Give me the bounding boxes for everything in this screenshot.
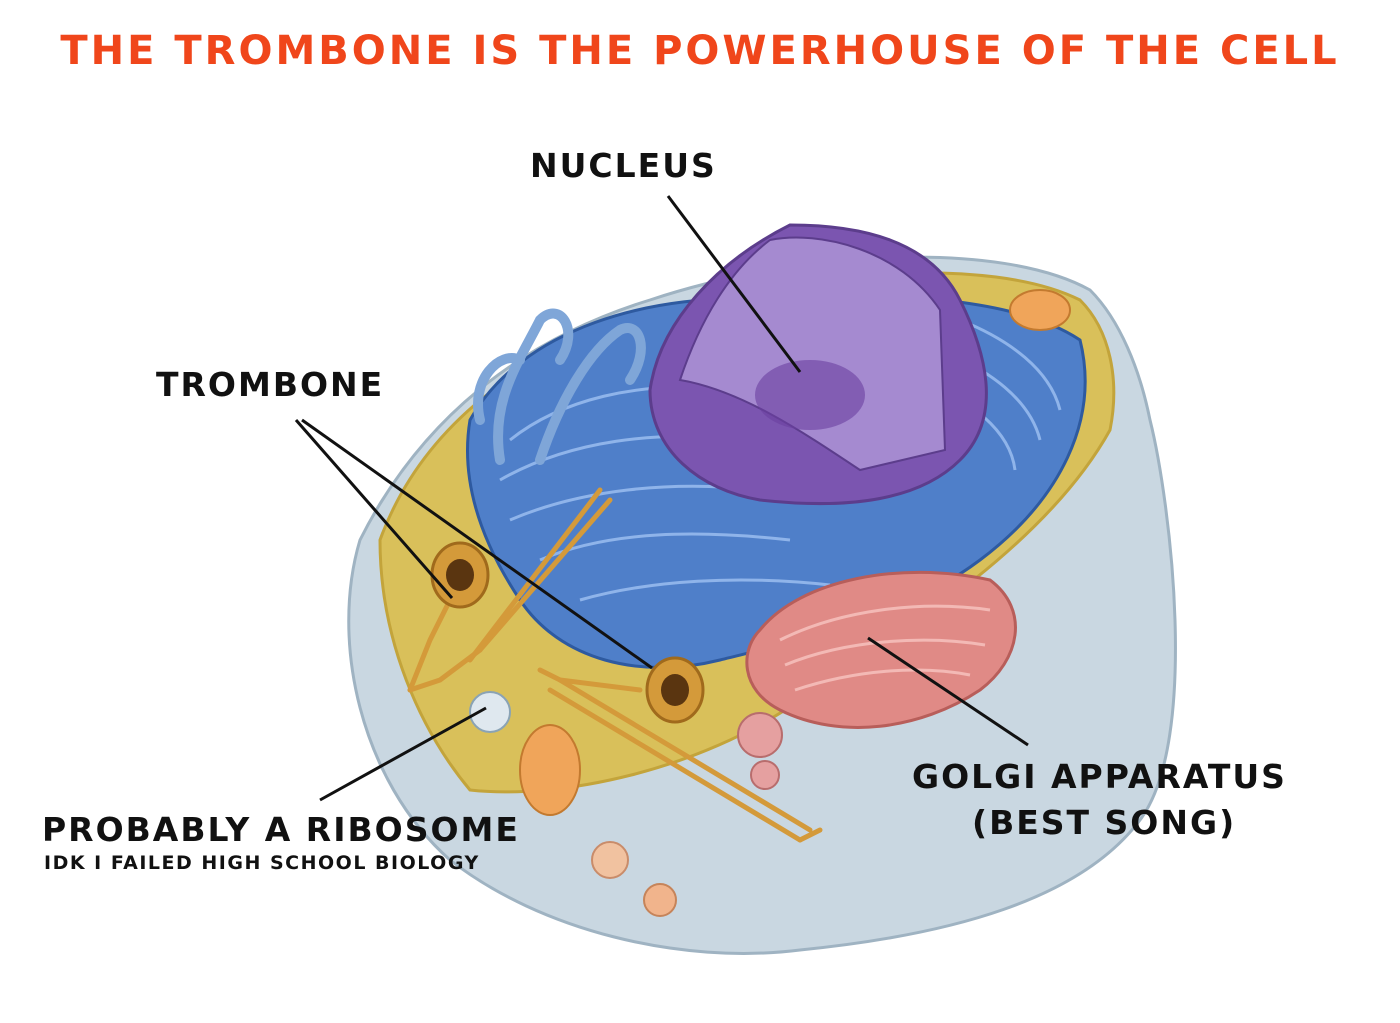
ribosome-note: IDK I FAILED HIGH SCHOOL BIOLOGY (44, 852, 480, 874)
page-title: THE TROMBONE IS THE POWERHOUSE OF THE CE… (60, 28, 1340, 74)
mitochondrion (1009, 289, 1071, 331)
golgi-apparatus (745, 570, 1017, 729)
nucleus-pointer (666, 195, 802, 373)
ribosome-pointer (319, 706, 487, 802)
mitochondrion (519, 724, 581, 816)
ribosome-label: PROBABLY A RIBOSOME (42, 810, 520, 849)
golgi-label: GOLGI APPARATUS (912, 757, 1287, 796)
trombone-label: TROMBONE (156, 365, 385, 404)
nucleolus (755, 360, 865, 430)
vacuole (591, 841, 629, 879)
golgi-pointer (867, 636, 1029, 747)
trombone-pointer-1 (294, 419, 454, 599)
vesicle (737, 712, 783, 758)
nucleus-label: NUCLEUS (530, 146, 717, 185)
vesicle (750, 760, 780, 790)
trombone-pointer-2 (301, 418, 653, 670)
ribosome (469, 691, 511, 733)
vacuole (643, 883, 677, 917)
trombone-2 (537, 667, 823, 843)
golgi-label-note: (BEST SONG) (972, 803, 1237, 842)
